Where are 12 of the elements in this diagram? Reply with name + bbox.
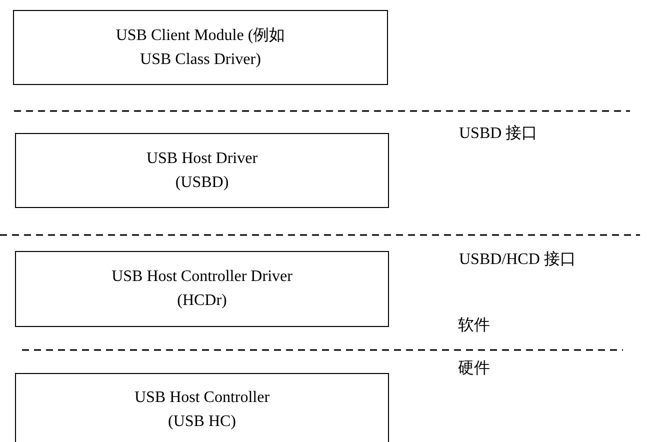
layer-box (15, 373, 389, 442)
layer-name: USB Client Module (例如 USB Class Driver) (114, 26, 286, 70)
interface-label: USBD/HCD 接口 (459, 250, 576, 270)
layer-box (15, 133, 389, 208)
layer-box (15, 251, 389, 327)
interface-label: USBD 接口 (459, 124, 538, 144)
layer-box (13, 10, 388, 85)
layer-label: 软件 (458, 316, 490, 336)
layer-name: USB Host Controller Driver (HCDr) (110, 267, 294, 311)
layer-name: USB Host Controller (USB HC) (133, 388, 271, 432)
layer-name: USB Host Driver (USBD) (145, 148, 259, 192)
layer-label: 硬件 (458, 359, 490, 379)
